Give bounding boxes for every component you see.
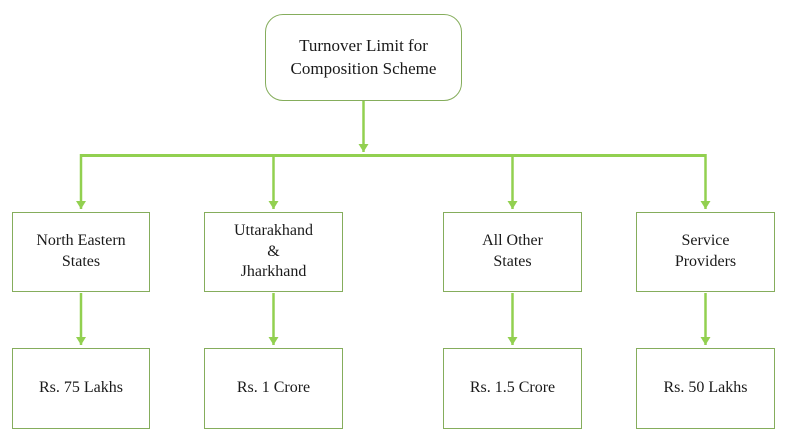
node-limit-label: Rs. 75 Lakhs — [39, 379, 123, 397]
node-category-all-other-states: All Other States — [443, 212, 582, 292]
node-category-uttarakhand-jharkhand: Uttarakhand & Jharkhand — [204, 212, 343, 292]
node-category-label: North Eastern States — [36, 232, 126, 270]
node-limit-1-crore: Rs. 1 Crore — [204, 348, 343, 429]
node-category-label: All Other States — [482, 232, 543, 270]
node-category-label: Service Providers — [674, 232, 737, 270]
node-category-service-providers: Service Providers — [636, 212, 775, 292]
node-limit-label: Rs. 50 Lakhs — [663, 379, 748, 397]
node-category-label: Uttarakhand & Jharkhand — [233, 221, 314, 281]
node-limit-1-5-crore: Rs. 1.5 Crore — [443, 348, 582, 429]
node-limit-75-lakhs: Rs. 75 Lakhs — [12, 348, 150, 429]
node-limit-label: Rs. 1 Crore — [236, 379, 311, 397]
node-root: Turnover Limit for Composition Scheme — [265, 14, 462, 101]
node-root-label: Turnover Limit for Composition Scheme — [290, 36, 437, 78]
node-category-north-eastern-states: North Eastern States — [12, 212, 150, 292]
node-limit-label: Rs. 1.5 Crore — [469, 379, 556, 397]
node-limit-50-lakhs: Rs. 50 Lakhs — [636, 348, 775, 429]
